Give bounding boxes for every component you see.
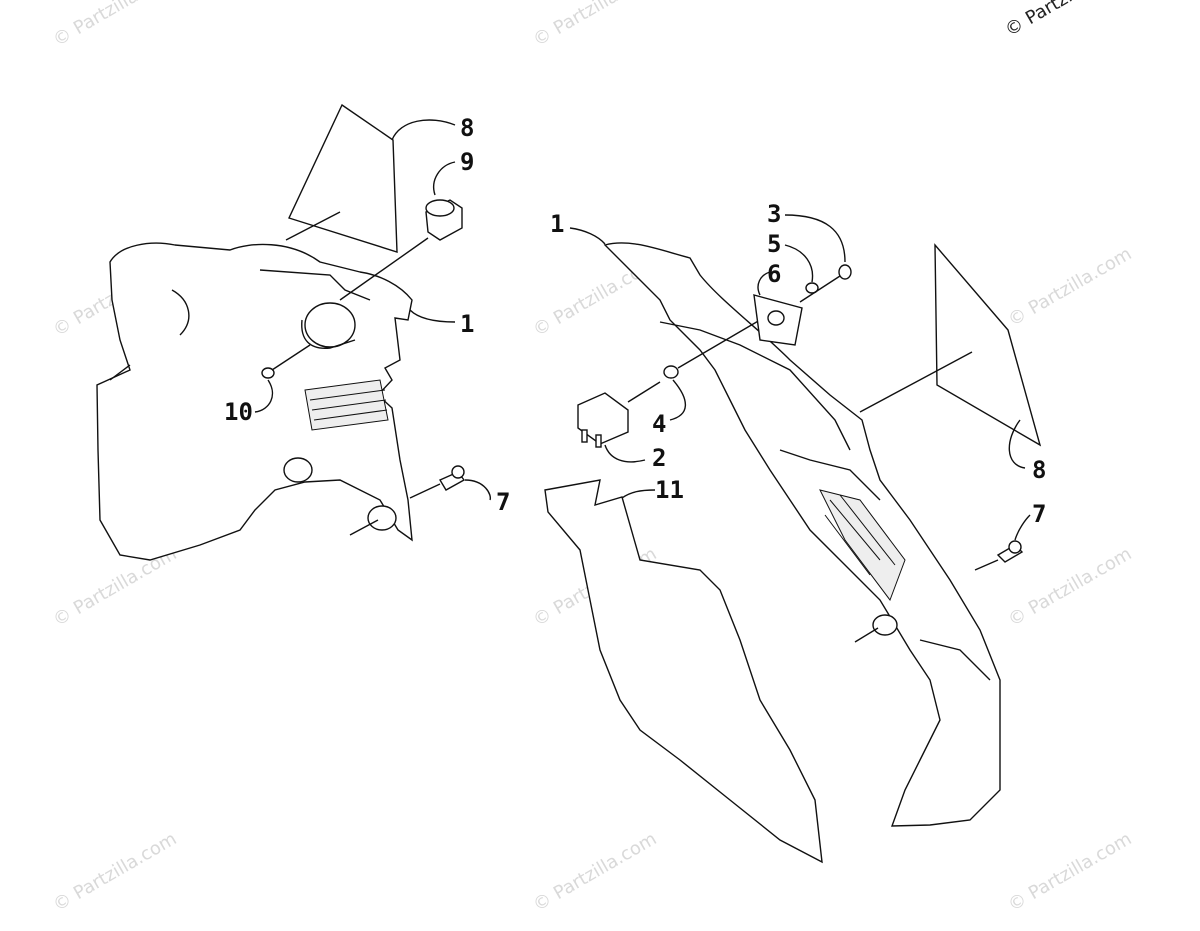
callout-3: 3 — [767, 200, 782, 228]
leader-line — [254, 379, 273, 413]
callout-10: 10 — [224, 398, 253, 426]
right-switch-2 — [577, 381, 661, 448]
left-knob-9 — [339, 199, 463, 301]
callout-6: 6 — [767, 260, 782, 288]
left-side-panel-1 — [96, 242, 413, 561]
leader-line — [784, 244, 814, 283]
leader-line — [433, 161, 456, 196]
leader-line — [569, 227, 606, 245]
right-decal-8 — [859, 243, 1042, 447]
leader-line — [621, 489, 656, 499]
right-washer-5 — [805, 282, 819, 294]
leader-line — [1014, 514, 1031, 541]
callout-1: 1 — [460, 310, 475, 338]
left-screw-7 — [409, 465, 466, 499]
callout-8: 8 — [460, 114, 475, 142]
left-decal-8 — [285, 103, 398, 253]
right-guard-11 — [544, 479, 823, 864]
leader-line — [409, 309, 456, 323]
callout-2: 2 — [652, 444, 667, 472]
right-vent-grille — [819, 489, 906, 602]
callout-7: 7 — [496, 488, 511, 516]
leader-line — [464, 479, 492, 501]
right-washer-4 — [663, 319, 761, 379]
right-side-panel-1 — [603, 242, 1001, 827]
leader-line — [757, 271, 771, 296]
callout-1: 1 — [550, 210, 565, 238]
callout-7: 7 — [1032, 500, 1047, 528]
callout-9: 9 — [460, 148, 475, 176]
left-clip-10 — [261, 344, 311, 379]
callout-4: 4 — [652, 410, 667, 438]
callout-5: 5 — [767, 230, 782, 258]
leader-line — [784, 214, 846, 263]
leader-line — [1008, 419, 1026, 469]
leader-line — [669, 379, 687, 421]
callout-11: 11 — [655, 476, 684, 504]
leader-line — [391, 119, 456, 141]
right-plate-6 — [753, 294, 803, 346]
leader-line — [604, 444, 646, 463]
left-vent-grille — [304, 379, 389, 431]
callout-8: 8 — [1032, 456, 1047, 484]
right-nut-3 — [799, 264, 852, 303]
right-screw-7 — [974, 540, 1024, 571]
